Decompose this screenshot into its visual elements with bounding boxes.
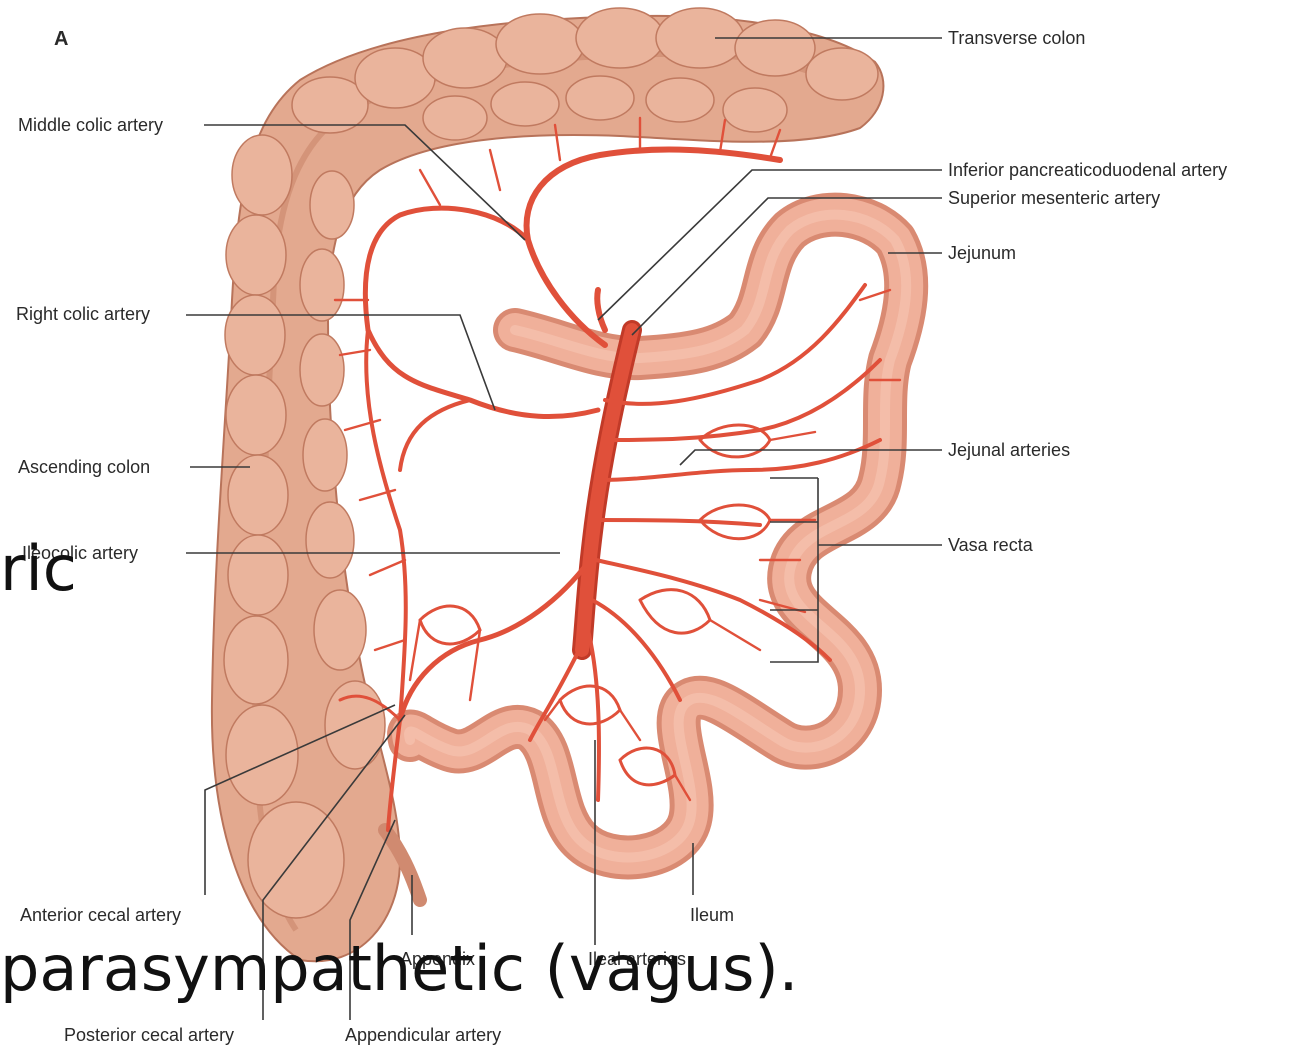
anatomy-illustration [212,8,906,961]
label-jejunal-arteries: Jejunal arteries [948,440,1070,460]
label-superior-mesenteric-artery: Superior mesenteric artery [948,188,1160,208]
label-ileum: Ileum [690,905,734,925]
label-anterior-cecal-artery: Anterior cecal artery [20,905,181,925]
label-jejunum: Jejunum [948,243,1016,263]
overlay-text-fragment-top: ric [0,532,77,605]
label-transverse-colon: Transverse colon [948,28,1085,48]
label-inferior-pancreaticoduodenal-artery: Inferior pancreaticoduodenal artery [948,160,1227,180]
label-right-colic-artery: Right colic artery [16,304,150,324]
label-vasa-recta: Vasa recta [948,535,1034,555]
label-ascending-colon: Ascending colon [18,457,150,477]
label-appendicular-artery: Appendicular artery [345,1025,501,1045]
overlay-text-fragment-bottom: parasympathetic (vagus). [0,932,798,1005]
label-middle-colic-artery: Middle colic artery [18,115,163,135]
panel-letter: A [54,28,68,50]
figure-labels: A Transverse colon Middle colic artery I… [16,28,1227,1045]
label-posterior-cecal-artery: Posterior cecal artery [64,1025,234,1045]
small-intestine-illustration [409,215,906,858]
